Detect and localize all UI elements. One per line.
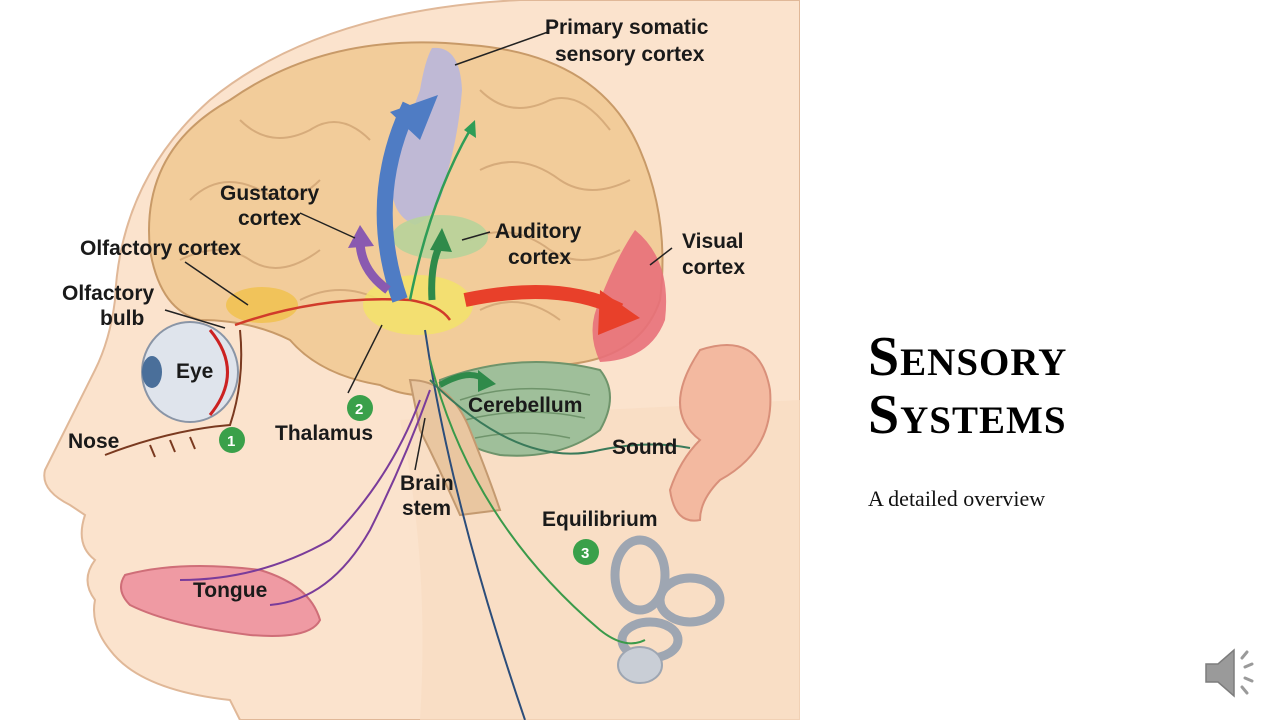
label-primary-somatic-1: Primary somatic <box>545 16 709 39</box>
slide-title-line-2: Systems <box>868 384 1067 446</box>
slide-subtitle: A detailed overview <box>868 486 1046 511</box>
label-cerebellum: Cerebellum <box>468 394 582 417</box>
label-thalamus: Thalamus <box>275 422 373 445</box>
label-eye: Eye <box>176 360 213 383</box>
label-visual-2: cortex <box>682 256 745 279</box>
label-brain-stem-2: stem <box>402 497 451 520</box>
badge-2-number: 2 <box>355 401 363 418</box>
label-auditory-1: Auditory <box>495 220 582 243</box>
label-gustatory-2: cortex <box>238 207 301 230</box>
ear <box>668 344 772 522</box>
olfactory-cortex-region <box>226 287 298 323</box>
label-olfactory-cortex: Olfactory cortex <box>80 237 241 260</box>
label-tongue: Tongue <box>193 579 267 602</box>
sensory-brain-diagram: Primary somatic sensory cortex Gustatory… <box>43 0 800 720</box>
label-auditory-2: cortex <box>508 246 571 269</box>
slide-title: Sensory Systems <box>868 328 1067 444</box>
label-olfactory-bulb-1: Olfactory <box>62 282 155 305</box>
label-gustatory-1: Gustatory <box>220 182 320 205</box>
label-equilibrium: Equilibrium <box>542 508 658 531</box>
label-olfactory-bulb-2: bulb <box>100 307 144 330</box>
label-nose: Nose <box>68 430 119 453</box>
badge-3-number: 3 <box>581 545 589 562</box>
slide-title-line-1: Sensory <box>868 326 1068 388</box>
label-brain-stem-1: Brain <box>400 472 454 495</box>
badge-2 <box>347 395 373 421</box>
label-primary-somatic-2: sensory cortex <box>555 43 705 66</box>
speaker-icon[interactable] <box>1200 640 1266 706</box>
label-visual-1: Visual <box>682 230 743 253</box>
tongue <box>120 565 322 637</box>
label-sound: Sound <box>612 436 677 459</box>
badge-1 <box>219 427 245 453</box>
badge-1-number: 1 <box>227 433 235 450</box>
badge-3 <box>573 539 599 565</box>
